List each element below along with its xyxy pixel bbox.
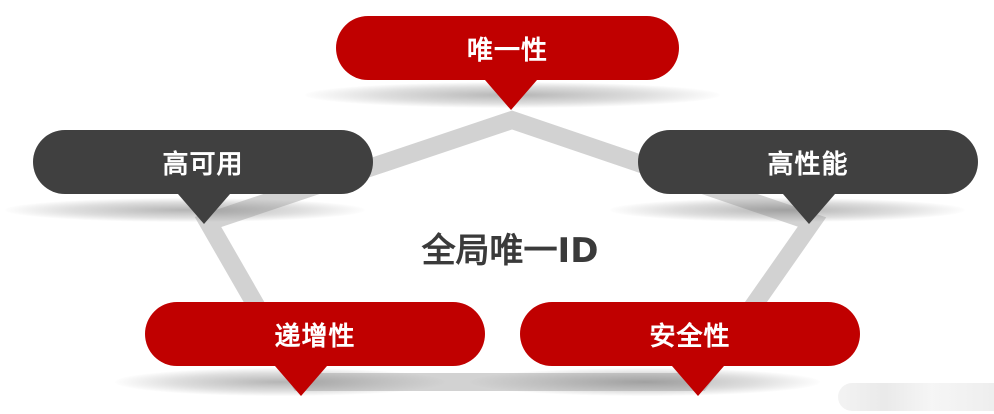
shadow-security xyxy=(470,368,820,396)
node-incremental: 递增性 xyxy=(145,302,485,366)
node-security: 安全性 xyxy=(520,302,860,366)
node-uniqueness: 唯一性 xyxy=(336,16,679,80)
watermark xyxy=(838,383,994,411)
node-high-availability: 高可用 xyxy=(33,130,373,194)
node-security-label: 安全性 xyxy=(649,321,731,352)
node-high-performance-label: 高性能 xyxy=(767,149,849,180)
pointer-uniqueness xyxy=(485,80,537,110)
node-high-performance: 高性能 xyxy=(638,130,978,194)
pointer-high-performance xyxy=(783,194,835,224)
pointer-security xyxy=(672,366,724,396)
pointer-high-availability xyxy=(178,194,230,224)
pointer-incremental xyxy=(275,366,327,396)
center-title: 全局唯一ID xyxy=(421,230,599,271)
node-high-availability-label: 高可用 xyxy=(162,149,244,180)
node-uniqueness-label: 唯一性 xyxy=(466,35,548,66)
node-incremental-label: 递增性 xyxy=(274,321,356,352)
